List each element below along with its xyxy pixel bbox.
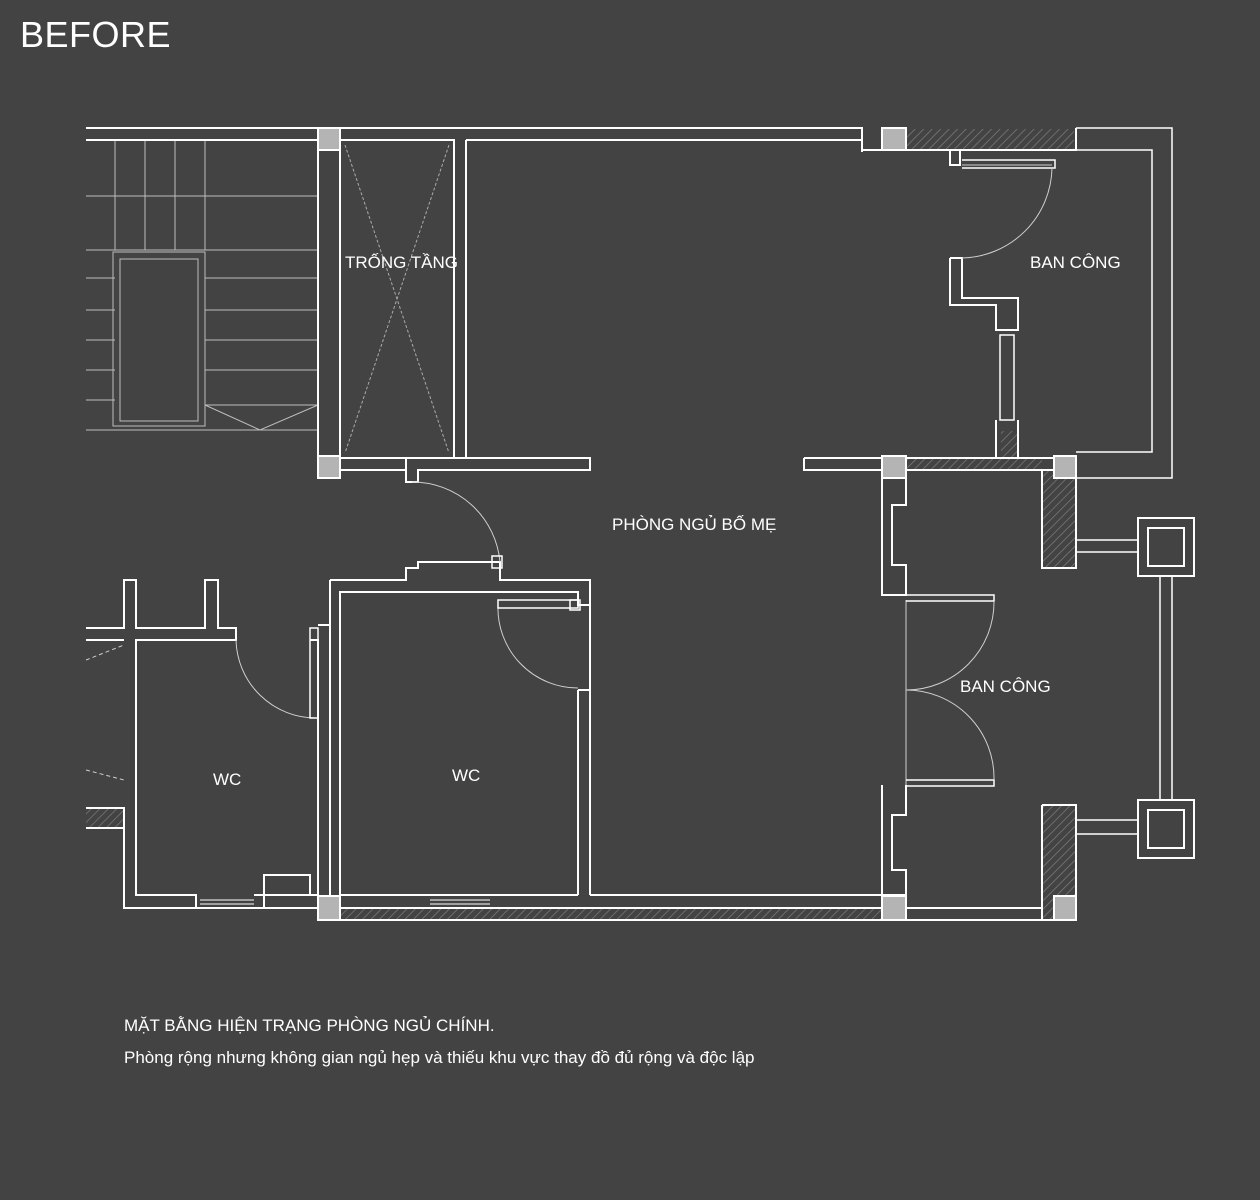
pillars (1137, 517, 1195, 859)
room-label-wc-center: WC (452, 766, 480, 785)
void-area (317, 139, 455, 459)
columns (317, 127, 1077, 921)
walls (86, 127, 1173, 921)
page-heading: BEFORE (20, 14, 172, 55)
stair-area (86, 139, 319, 431)
room-label-ban-cong-top: BAN CÔNG (1030, 253, 1121, 272)
room-label-phong-ngu: PHÒNG NGỦ BỐ MẸ (612, 514, 776, 534)
caption-title: MẶT BẰNG HIỆN TRẠNG PHÒNG NGỦ CHÍNH. (124, 1016, 495, 1035)
room-label-trong-tang: TRỐNG TẦNG (345, 252, 458, 272)
hatched-walls (86, 129, 1075, 919)
room-label-ban-cong-right: BAN CÔNG (960, 677, 1051, 696)
room-label-wc-left: WC (213, 770, 241, 789)
caption-description: Phòng rộng nhưng không gian ngủ hẹp và t… (124, 1048, 755, 1067)
caption: MẶT BẰNG HIỆN TRẠNG PHÒNG NGỦ CHÍNH. Phò… (124, 1010, 755, 1074)
doors (85, 159, 1056, 787)
